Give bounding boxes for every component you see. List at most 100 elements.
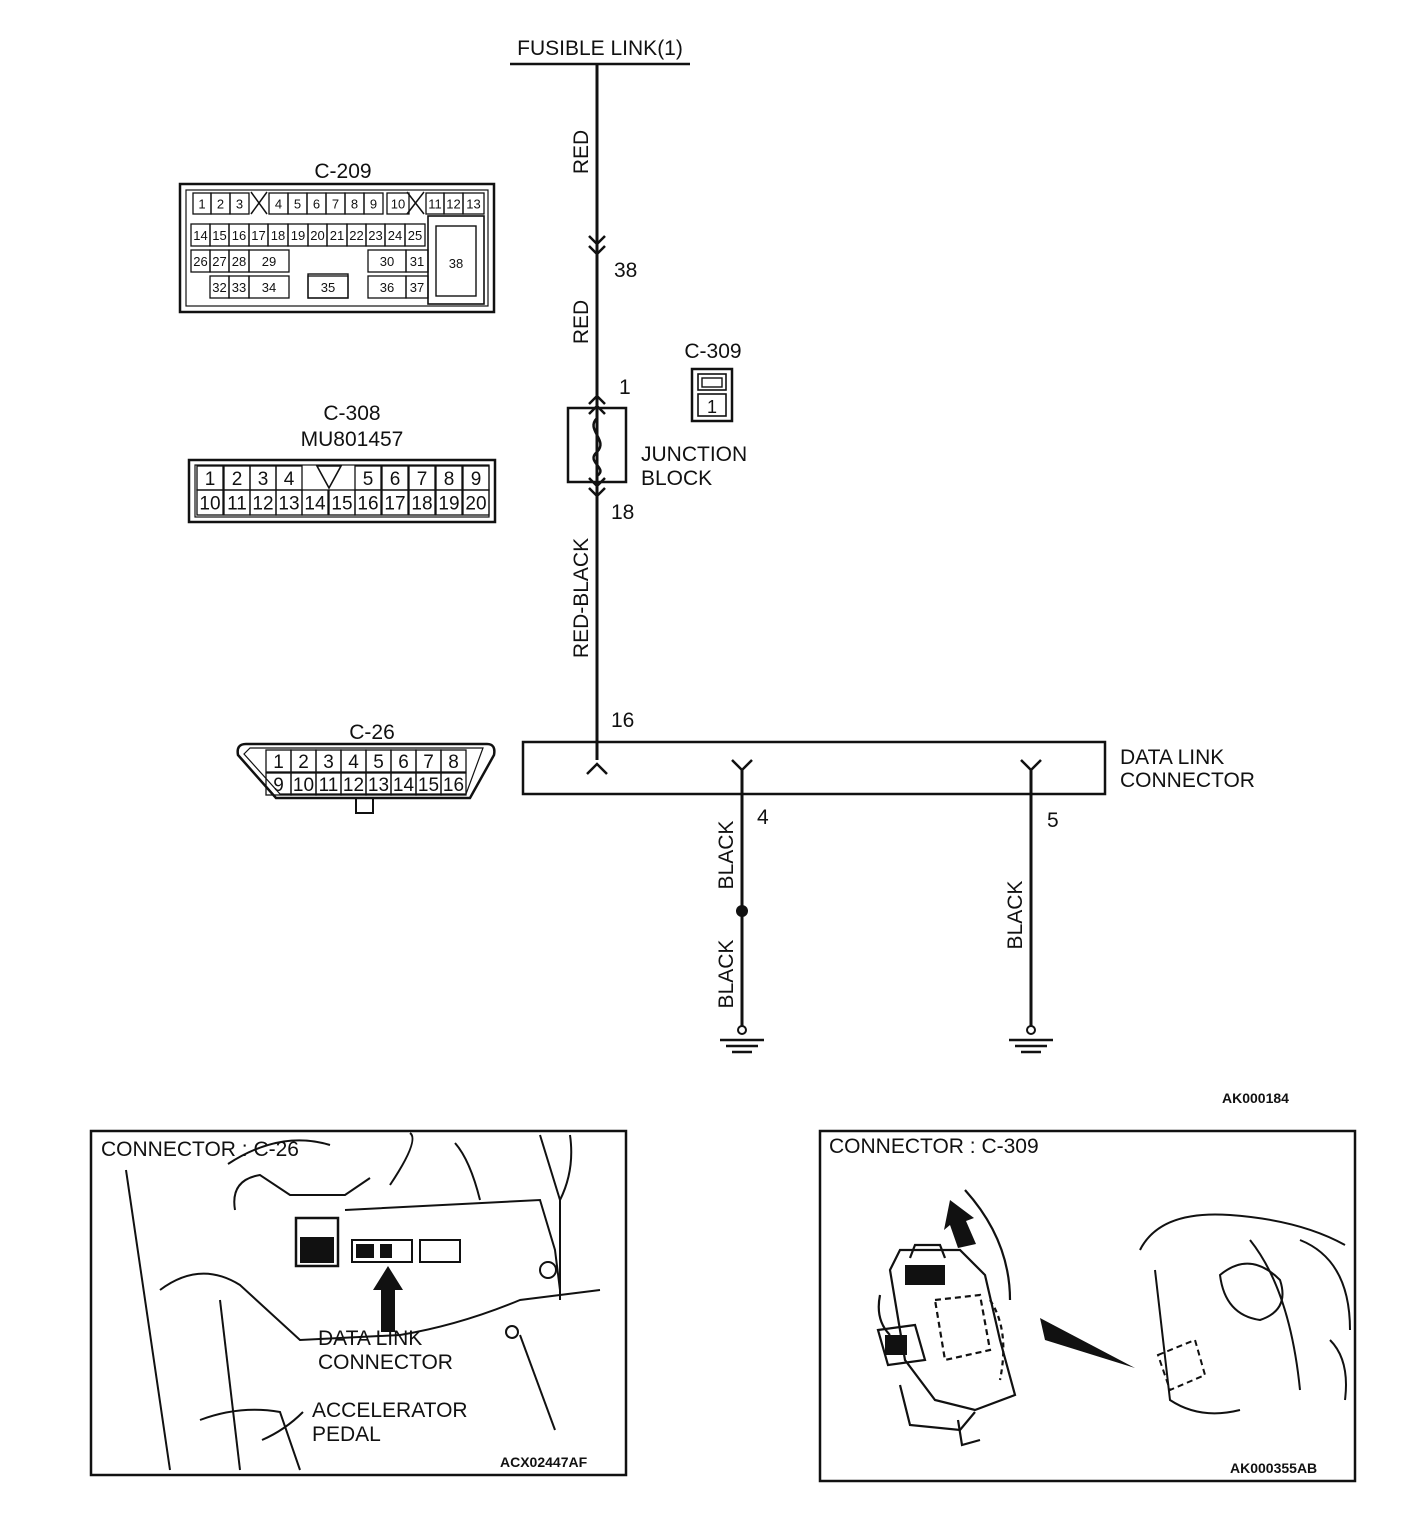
c308-pin-20: 20 xyxy=(465,494,486,515)
wire-label-black-4-upper: BLACK xyxy=(715,821,738,890)
wire-label-red-mid: RED xyxy=(570,300,593,344)
c26-pin-6: 6 xyxy=(398,752,409,773)
pin-5-symbol xyxy=(1020,759,1042,772)
c209-pin-20: 20 xyxy=(310,228,324,243)
c26-pin-4: 4 xyxy=(348,752,359,773)
c209-pin-8: 8 xyxy=(351,197,358,212)
panel-c309-location: CONNECTOR : C-309 AK0003 xyxy=(818,1129,1357,1483)
c26-pin-8: 8 xyxy=(448,752,459,773)
c209-pin-9: 9 xyxy=(370,197,377,212)
c26-pin-9: 9 xyxy=(273,775,284,796)
figure-code: AK000184 xyxy=(1222,1090,1289,1106)
c209-pin-24: 24 xyxy=(388,228,402,243)
c209-pin-3: 3 xyxy=(236,197,243,212)
c209-pin-4: 4 xyxy=(275,197,282,212)
c209-pin-38: 38 xyxy=(449,256,463,271)
panel-right-title: CONNECTOR : C-309 xyxy=(829,1135,1039,1158)
c209-pin-33: 33 xyxy=(232,280,246,295)
c308-pin-18: 18 xyxy=(411,494,432,515)
c209-pin-12: 12 xyxy=(446,197,460,212)
c209-pin-15: 15 xyxy=(212,228,226,243)
c209-pin-1: 1 xyxy=(198,197,205,212)
c308-pin-13: 13 xyxy=(278,494,299,515)
c209-pin-22: 22 xyxy=(349,228,363,243)
wire-label-black-4-lower: BLACK xyxy=(715,940,738,1009)
panel-right-code: AK000355AB xyxy=(1230,1460,1317,1476)
c26-pin-14: 14 xyxy=(393,775,415,796)
pin-5-label: 5 xyxy=(1047,809,1059,832)
c209-pin-26: 26 xyxy=(193,254,207,269)
c209-pin-31: 31 xyxy=(410,254,424,269)
c209-pin-13: 13 xyxy=(466,197,480,212)
pin-4-label: 4 xyxy=(757,806,769,829)
pin-16-label: 16 xyxy=(611,709,634,732)
panel-left-title: CONNECTOR : C-26 xyxy=(101,1138,299,1161)
c209-pin-34: 34 xyxy=(262,280,276,295)
ground-symbol-5 xyxy=(1009,1025,1053,1054)
c209-pin-6: 6 xyxy=(313,197,320,212)
c308-pin-7: 7 xyxy=(417,469,428,490)
c209-pin-18: 18 xyxy=(271,228,285,243)
junction-block-box xyxy=(566,406,628,484)
c308-pin-11: 11 xyxy=(227,494,247,515)
connector-38-symbol xyxy=(588,235,606,256)
c209-pin-25: 25 xyxy=(408,228,422,243)
c209-pin-29: 29 xyxy=(262,254,276,269)
c26-pin-1: 1 xyxy=(273,752,284,773)
c26-pin-7: 7 xyxy=(423,752,434,773)
c209-pin-21: 21 xyxy=(330,228,344,243)
splice-point xyxy=(736,905,748,917)
data-link-connector-box xyxy=(521,740,1107,796)
data-link-connector-arrow xyxy=(373,1266,403,1332)
c209-pin-17: 17 xyxy=(251,228,265,243)
c309-label: C-309 xyxy=(684,340,741,363)
panel-left-callout-2b: PEDAL xyxy=(312,1423,381,1446)
c209-pin-19: 19 xyxy=(291,228,305,243)
c308-pin-3: 3 xyxy=(258,469,269,490)
wire-label-red-top: RED xyxy=(570,130,593,174)
c209-pin-10: 10 xyxy=(391,197,405,212)
main-schematic: FUSIBLE LINK(1) RED RED RED-BLACK 38 1 J… xyxy=(510,37,1289,1106)
panel-left-callout-1a: DATA LINK xyxy=(318,1327,422,1350)
c26-label: C-26 xyxy=(349,721,395,744)
c308-pin-6: 6 xyxy=(390,469,401,490)
c308-label: C-308 xyxy=(323,402,380,425)
junction-block-label-1: JUNCTION xyxy=(641,443,747,466)
c209-pin-11: 11 xyxy=(428,197,442,212)
junction-block-label-2: BLOCK xyxy=(641,467,712,490)
c209-pin-2: 2 xyxy=(217,197,224,212)
pin-4-symbol xyxy=(731,759,753,772)
c308-pin-17: 17 xyxy=(384,494,405,515)
panel-left-callout-1b: CONNECTOR xyxy=(318,1351,453,1374)
c308-pin-19: 19 xyxy=(438,494,459,515)
c308-pin-10: 10 xyxy=(199,494,220,515)
c209-pin-35: 35 xyxy=(321,280,335,295)
c308-pin-2: 2 xyxy=(232,469,243,490)
wire-label-black-5: BLACK xyxy=(1004,881,1027,950)
pin-18-label: 18 xyxy=(611,501,634,524)
c209-label: C-209 xyxy=(314,160,371,183)
c309-pointer xyxy=(1040,1318,1135,1368)
c209-pin-27: 27 xyxy=(212,254,226,269)
fuse-symbol xyxy=(592,417,602,478)
c209-pin-23: 23 xyxy=(368,228,382,243)
panel-left-code: ACX02447AF xyxy=(500,1454,588,1470)
panel-c26-location: CONNECTOR : C-26 DATA LINK CONNECTOR xyxy=(89,1129,628,1477)
c308-pin-12: 12 xyxy=(252,494,273,515)
c308-pin-5: 5 xyxy=(363,469,374,490)
data-link-connector-label-2: CONNECTOR xyxy=(1120,769,1255,792)
pin-1-label: 1 xyxy=(619,376,631,399)
wire-label-red-black: RED-BLACK xyxy=(570,538,593,658)
connector-c309: C-309 1 xyxy=(684,340,742,423)
c308-pin-1: 1 xyxy=(205,469,216,490)
c209-pin-36: 36 xyxy=(380,280,394,295)
c26-pin-5: 5 xyxy=(373,752,384,773)
c209-pin-14: 14 xyxy=(193,228,207,243)
panel-left-callout-2a: ACCELERATOR xyxy=(312,1399,468,1422)
c209-pin-30: 30 xyxy=(380,254,394,269)
c26-pin-3: 3 xyxy=(323,752,334,773)
c209-pin-28: 28 xyxy=(232,254,246,269)
